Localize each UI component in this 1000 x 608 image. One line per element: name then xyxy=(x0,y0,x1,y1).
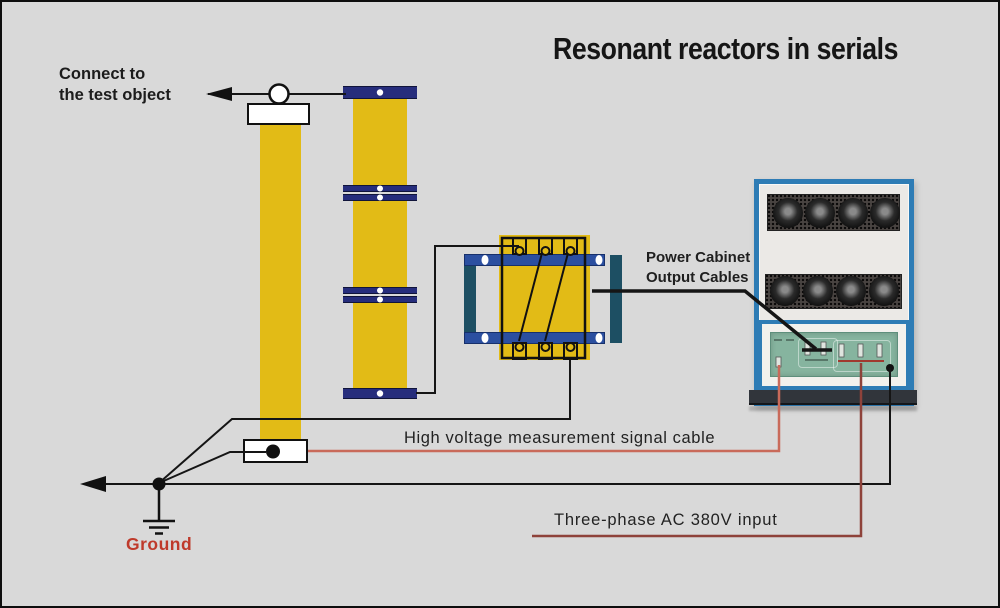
fan-icon xyxy=(770,276,800,306)
page-title: Resonant reactors in serials xyxy=(553,31,899,66)
ground-label: Ground xyxy=(126,534,193,554)
transformer-top-clamp xyxy=(464,254,605,266)
divider-column xyxy=(260,125,301,439)
cabinet-shadow xyxy=(749,406,917,411)
fan-icon xyxy=(773,198,803,228)
three-phase-input-cable xyxy=(532,363,863,538)
ground-arrow-left-icon xyxy=(80,476,106,492)
fan-icon xyxy=(836,276,866,306)
black-wires xyxy=(105,93,891,485)
fan-icon xyxy=(870,198,900,228)
transformer-terminals xyxy=(512,237,578,360)
ground-bus-wire xyxy=(105,368,891,485)
transformer-return-wire xyxy=(158,359,571,484)
transformer-right-bracket xyxy=(610,255,622,343)
fan-icon xyxy=(805,198,835,228)
panel-markings xyxy=(774,339,828,361)
arrow-left-icon xyxy=(206,87,232,101)
hv-measurement-signal-cable xyxy=(308,365,781,453)
power-output-cable xyxy=(592,289,832,352)
fan-icon xyxy=(803,276,833,306)
transformer-core-outline xyxy=(500,236,587,360)
transformer-bottom-clamp xyxy=(464,332,605,344)
three-phase-input-label: Three-phase AC 380V input xyxy=(554,511,778,529)
cabinet-base xyxy=(749,390,917,405)
hv-measurement-cable-label: High voltage measurement signal cable xyxy=(404,429,716,447)
flange-bolt-dots xyxy=(376,89,384,397)
transformer-left-bracket xyxy=(464,255,476,343)
clamp-bolt-dots xyxy=(481,255,603,343)
divider-top-terminal-ball xyxy=(268,83,290,105)
sensor-return-wire xyxy=(158,451,266,484)
reactor-segment xyxy=(353,303,407,388)
reactor-to-transformer-wire xyxy=(416,245,519,394)
sensor-contact-dot xyxy=(266,444,280,459)
fan-icon xyxy=(838,198,868,228)
earth-ground-symbol xyxy=(143,484,175,535)
fan-icon xyxy=(869,276,899,306)
transformer-winding-lines xyxy=(518,252,569,342)
panel-terminal-posts xyxy=(775,341,883,368)
reactor-segment xyxy=(353,99,407,185)
power-cabinet-output-cables-label: Power Cabinet Output Cables xyxy=(646,249,751,286)
output-terminal-group-outline xyxy=(798,338,838,368)
connect-to-test-object-label: Connect to the test object xyxy=(59,65,171,105)
reactor-segment xyxy=(353,201,407,287)
